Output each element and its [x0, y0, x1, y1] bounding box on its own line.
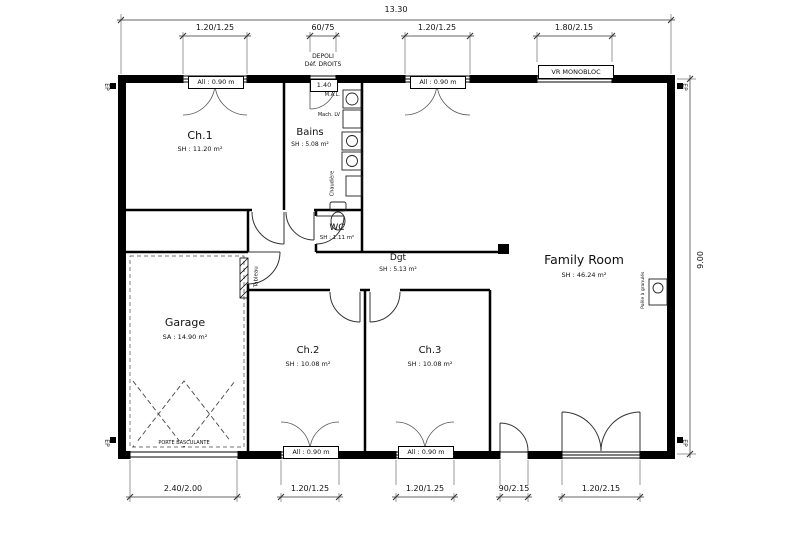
ep-label-bottom-right: EP: [681, 439, 688, 447]
dim-right-height: 9.00: [696, 251, 705, 269]
stove-label: Poêle à granulés: [640, 271, 646, 309]
room-dgt-area: SH : 5.13 m²: [379, 266, 417, 273]
downspout-markers: [110, 83, 683, 443]
garage-door-symbol: [129, 255, 245, 448]
dim-bottom-0: 2.40/2.00: [143, 485, 223, 493]
dim-top-2: 1.20/1.25: [397, 24, 477, 32]
boiler: [345, 175, 363, 197]
dim-bottom-4: 1.20/2.15: [561, 485, 641, 493]
dishwasher-label: Mach. LV: [317, 112, 340, 118]
electrical-panel: [239, 257, 249, 299]
door-ch3: [369, 291, 401, 323]
dishwasher: [342, 109, 362, 129]
dim-top-3: 1.80/2.15: [534, 24, 614, 32]
electrical-panel-label: Tableau: [253, 266, 260, 288]
room-bains-name: Bains: [296, 127, 324, 138]
room-ch1-name: Ch.1: [187, 129, 213, 142]
depoli-note-line2: Déf. DROITS: [293, 62, 353, 68]
dim-top-1: 60/75: [283, 24, 363, 32]
ep-label-top-right: EP: [681, 83, 688, 91]
dim-bottom-3: 90/2.15: [474, 485, 554, 493]
room-family-area: SH : 46.24 m²: [561, 271, 607, 279]
washing-machine-label: M.A.L.: [324, 92, 340, 98]
door-wc: [315, 215, 345, 245]
sill-height-box-top: All : 0.90 m: [410, 76, 466, 89]
room-wc-name: WC: [329, 223, 345, 233]
room-dgt-name: Dgt: [389, 253, 407, 263]
dim-bottom-1: 1.20/1.25: [270, 485, 350, 493]
roller-shutter-box: VR MONOBLOC: [538, 65, 614, 79]
sink-1: [341, 131, 363, 151]
room-garage-area: SA : 14.90 m²: [162, 333, 208, 341]
toilet-bowl: [330, 211, 346, 231]
room-ch1-area: SH : 11.20 m²: [177, 145, 223, 153]
washing-machine: [342, 89, 362, 109]
toilet-cistern: [329, 201, 347, 212]
door-ch2: [329, 291, 361, 323]
depoli-note-line1: DEPOLI: [293, 54, 353, 60]
doors: [247, 211, 641, 452]
room-ch3-area: SH : 10.08 m²: [407, 360, 453, 368]
stove: [648, 278, 668, 306]
sill-height-box-ch1: All : 0.90 m: [188, 76, 244, 89]
ep-label-top-left: EP: [103, 83, 110, 91]
door-bains: [285, 211, 315, 241]
door-ch1: [251, 211, 285, 245]
dim-bottom-2: 1.20/1.25: [385, 485, 465, 493]
sill-height-box-ch2: All : 0.90 m: [283, 446, 339, 459]
door-garage: [247, 251, 281, 285]
room-wc-area: SH : 1.11 m²: [319, 235, 355, 241]
dim-total-width: 13.30: [346, 6, 446, 14]
sill-height-box-depoli: 1.40: [310, 79, 338, 92]
room-garage-name: Garage: [164, 316, 206, 329]
fixtures: [329, 89, 668, 306]
dim-top-0: 1.20/1.25: [175, 24, 255, 32]
garage-door-label: PORTE BASCULANTE: [134, 441, 234, 446]
french-window-family: [561, 411, 641, 452]
dimension-lines: [117, 14, 696, 502]
sink-2: [341, 151, 363, 171]
room-ch2-name: Ch.2: [296, 345, 320, 356]
boiler-label: Chaudière: [329, 170, 336, 197]
door-family-exterior: [499, 422, 529, 452]
room-ch2-area: SH : 10.08 m²: [285, 360, 331, 368]
room-family-name: Family Room: [544, 252, 624, 267]
room-bains-area: SH : 5.08 m²: [291, 141, 329, 148]
room-ch3-name: Ch.3: [418, 345, 442, 356]
sill-height-box-ch3: All : 0.90 m: [398, 446, 454, 459]
ep-label-bottom-left: EP: [103, 439, 110, 447]
